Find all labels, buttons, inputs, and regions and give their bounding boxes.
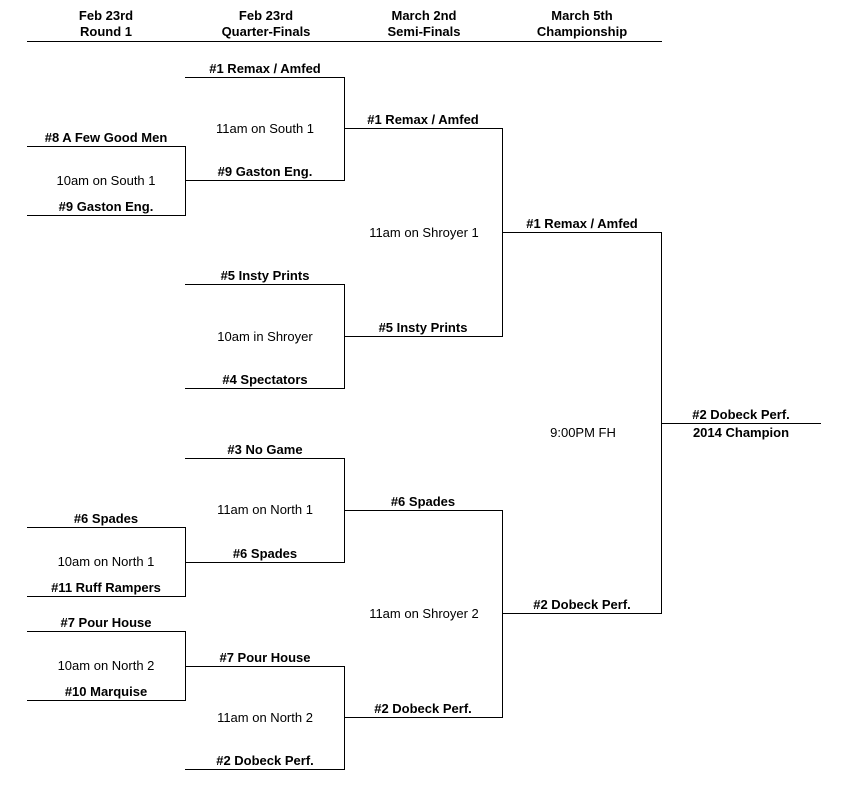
bracket-line (661, 423, 821, 424)
bracket-line (502, 232, 662, 233)
bracket-line (185, 631, 186, 700)
team-slot: #1 Remax / Amfed (526, 216, 638, 231)
bracket-line (27, 215, 186, 216)
header-round: Semi-Finals (387, 24, 461, 39)
team-slot: #7 Pour House (219, 650, 311, 665)
header-date: Feb 23rd (238, 8, 294, 23)
game-info: 10am on North 2 (57, 658, 155, 673)
header-round: Round 1 (80, 24, 132, 39)
team-slot: #6 Spades (390, 494, 456, 509)
team-slot: #5 Insty Prints (220, 268, 310, 283)
team-slot: #2 Dobeck Perf. (374, 701, 472, 716)
header-round: Quarter-Finals (221, 24, 311, 39)
bracket-line (185, 180, 345, 181)
game-info: 9:00PM FH (550, 425, 616, 440)
team-slot: #2 Dobeck Perf. (216, 753, 314, 768)
team-slot: #2 Dobeck Perf. (533, 597, 631, 612)
game-info: 10am on North 1 (57, 554, 155, 569)
bracket-line (27, 596, 186, 597)
game-info: 11am on South 1 (215, 121, 315, 136)
team-slot: #6 Spades (73, 511, 139, 526)
bracket-line (185, 562, 345, 563)
bracket-line (185, 388, 345, 389)
team-slot: #1 Remax / Amfed (367, 112, 479, 127)
header-championship: March 5th Championship (507, 8, 657, 40)
bracket-line (185, 458, 345, 459)
header-round-1: Feb 23rd Round 1 (31, 8, 181, 40)
team-slot: #11 Ruff Rampers (51, 580, 161, 595)
team-slot: #9 Gaston Eng. (58, 199, 154, 214)
game-info: 11am on North 2 (217, 710, 313, 725)
header-round: Championship (536, 24, 628, 39)
bracket-line (502, 613, 662, 614)
team-slot: #3 No Game (227, 442, 303, 457)
header-date: March 2nd (391, 8, 457, 23)
bracket-line (27, 631, 186, 632)
team-slot: #4 Spectators (222, 372, 308, 387)
bracket-line (185, 284, 345, 285)
game-info: 10am in Shroyer (217, 329, 313, 344)
bracket-line (344, 128, 503, 129)
bracket-line (344, 717, 503, 718)
bracket-line (185, 769, 345, 770)
team-slot: #6 Spades (232, 546, 298, 561)
team-slot: #10 Marquise (64, 684, 148, 699)
team-slot: #7 Pour House (60, 615, 152, 630)
team-slot: #8 A Few Good Men (44, 130, 168, 145)
header-date: Feb 23rd (78, 8, 134, 23)
champion-name: #2 Dobeck Perf. (692, 407, 790, 422)
team-slot: #1 Remax / Amfed (209, 61, 321, 76)
champion-title: 2014 Champion (692, 425, 790, 440)
bracket-line (27, 700, 186, 701)
bracket-line (661, 232, 662, 613)
bracket-line (27, 527, 186, 528)
header-semi-finals: March 2nd Semi-Finals (349, 8, 499, 40)
header-date: March 5th (551, 8, 613, 23)
game-info: 11am on Shroyer 1 (369, 225, 479, 240)
team-slot: #5 Insty Prints (378, 320, 468, 335)
bracket-line (185, 527, 186, 596)
game-info: 11am on North 1 (217, 502, 313, 517)
game-info: 11am on Shroyer 2 (369, 606, 479, 621)
bracket-line (185, 77, 345, 78)
bracket-line (185, 666, 345, 667)
game-info: 10am on South 1 (56, 173, 156, 188)
bracket-line (344, 510, 503, 511)
team-slot: #9 Gaston Eng. (217, 164, 313, 179)
header-quarter-finals: Feb 23rd Quarter-Finals (191, 8, 341, 40)
bracket-line (344, 336, 503, 337)
bracket-line (27, 146, 186, 147)
header-rule (27, 41, 662, 42)
